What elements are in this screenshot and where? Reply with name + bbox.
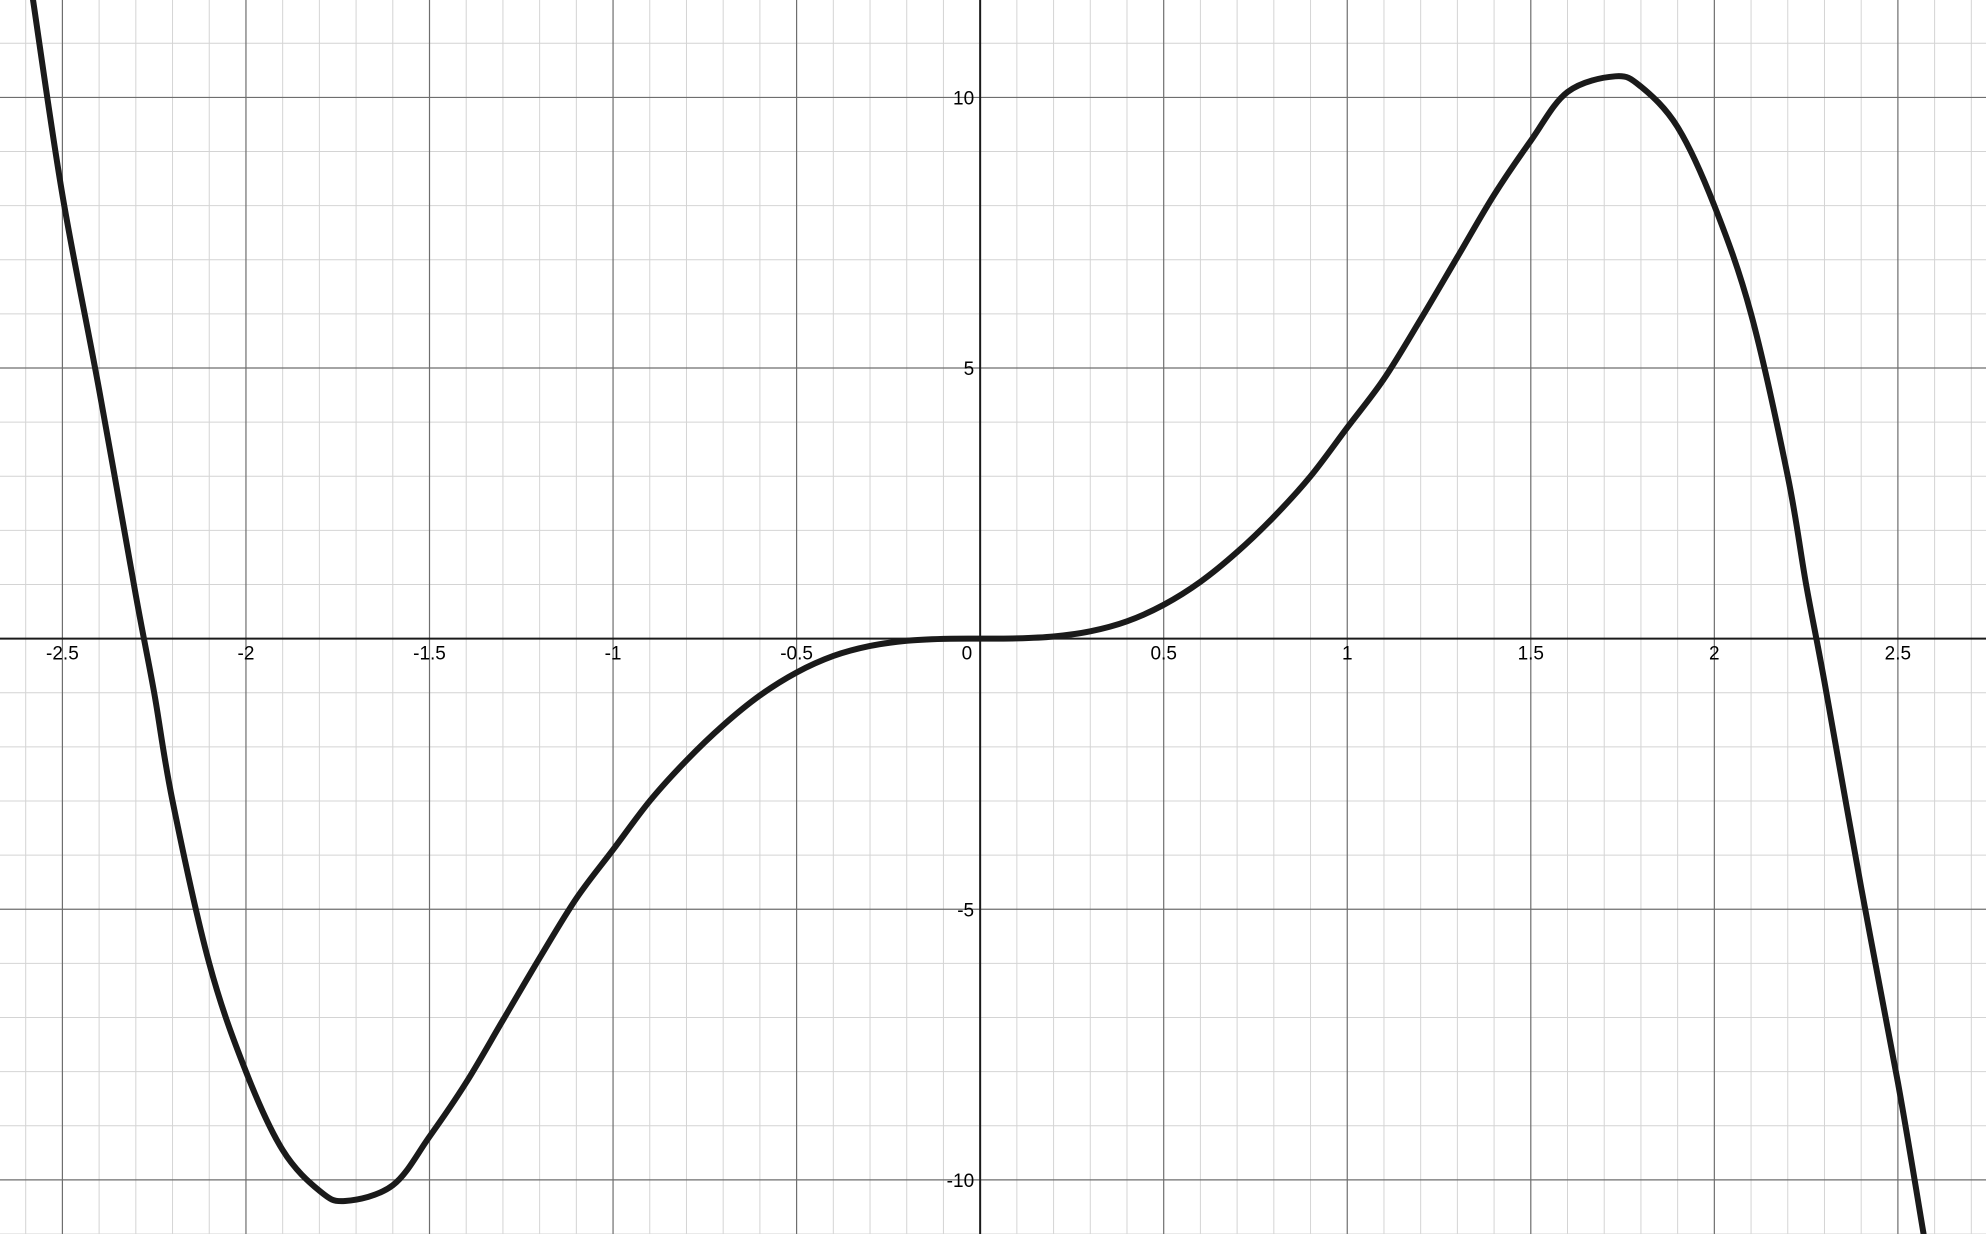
x-tick-label: -1: [605, 644, 622, 665]
function-curve: [30, 0, 1927, 1234]
x-tick-label: 0.5: [1150, 644, 1176, 665]
y-tick-label: -10: [947, 1171, 974, 1192]
x-tick-label: 1.5: [1518, 644, 1544, 665]
x-tick-label: -2.5: [46, 644, 79, 665]
y-tick-label: -5: [957, 900, 974, 921]
y-tick-label: 10: [953, 88, 974, 109]
x-tick-label: 1: [1342, 644, 1353, 665]
function-curves: [30, 0, 1927, 1234]
x-tick-label: 0: [962, 644, 973, 665]
x-tick-labels: -2.5 -2 -1.5 -1 -0.5 0 0.5 1 1.5 2 2.5: [46, 644, 1911, 665]
x-tick-label: 2.5: [1885, 644, 1911, 665]
x-tick-label: -2: [238, 644, 255, 665]
y-tick-labels: -10 -5 5 10: [947, 88, 974, 1191]
x-tick-label: 2: [1709, 644, 1720, 665]
y-tick-label: 5: [964, 359, 975, 380]
x-tick-label: -0.5: [780, 644, 813, 665]
x-tick-label: -1.5: [413, 644, 446, 665]
